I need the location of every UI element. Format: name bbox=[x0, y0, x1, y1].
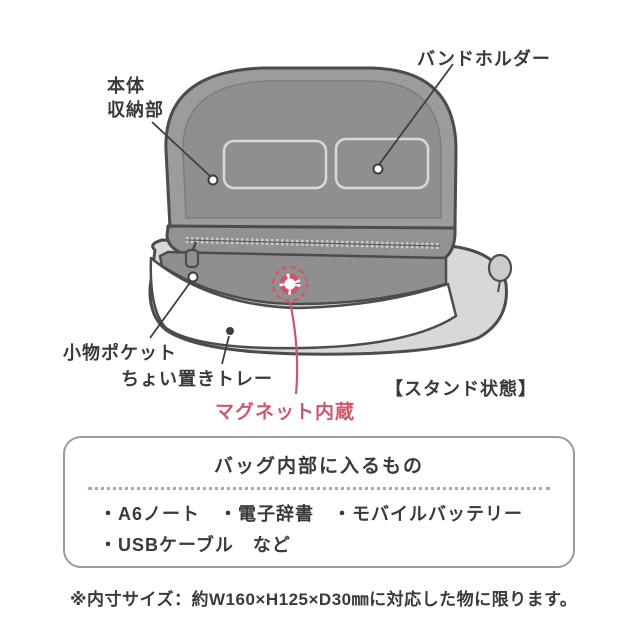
dotted-separator bbox=[88, 487, 550, 490]
stand-state-label: 【スタンド状態】 bbox=[385, 379, 537, 399]
bag-contents-line-2: ・USBケーブル など bbox=[99, 535, 291, 555]
tray-label: ちょい置きトレー bbox=[121, 369, 273, 389]
callout-dot-main-storage bbox=[207, 174, 219, 186]
bag-contents-title: バッグ内部に入るもの bbox=[213, 456, 424, 477]
callout-dot-tray bbox=[226, 327, 234, 335]
main-storage-label: 本体 収納部 bbox=[107, 76, 164, 120]
leader-line-main-storage bbox=[151, 121, 212, 178]
side-zipper-tab-cord bbox=[497, 280, 501, 293]
leader-line-magnet bbox=[288, 301, 299, 395]
front-tray bbox=[149, 256, 458, 350]
small-items-pocket bbox=[158, 250, 448, 306]
band-holder-label: バンドホルダー bbox=[417, 49, 551, 69]
leader-line-band-holder bbox=[377, 63, 454, 167]
leader-line-small-pocket bbox=[149, 279, 193, 339]
zipper-pull bbox=[184, 248, 200, 269]
bag-contents-box: バッグ内部に入るもの ・A6ノート ・電子辞書 ・モバイルバッテリー ・USBケ… bbox=[63, 436, 575, 568]
callout-dot-band-holder bbox=[372, 163, 384, 175]
band-holder-right-loop bbox=[334, 137, 430, 190]
band-holder-left-loop bbox=[222, 139, 328, 190]
side-zipper-tab bbox=[487, 253, 513, 283]
inner-size-footnote: ※内寸サイズ：約W160×H125×D30㎜に対応した物に限ります。 bbox=[70, 590, 578, 609]
magnet-label: マグネット内蔵 bbox=[215, 402, 356, 423]
magnet-highlight-circle bbox=[271, 265, 309, 303]
callout-dot-small-pocket bbox=[187, 271, 199, 283]
zipper-line bbox=[185, 239, 441, 247]
magnet-ring-segments bbox=[279, 273, 301, 295]
bag-contents-line-1: ・A6ノート ・電子辞書 ・モバイルバッテリー bbox=[99, 504, 524, 524]
small-pocket-label: 小物ポケット bbox=[63, 343, 177, 363]
leader-line-tray bbox=[221, 335, 230, 365]
